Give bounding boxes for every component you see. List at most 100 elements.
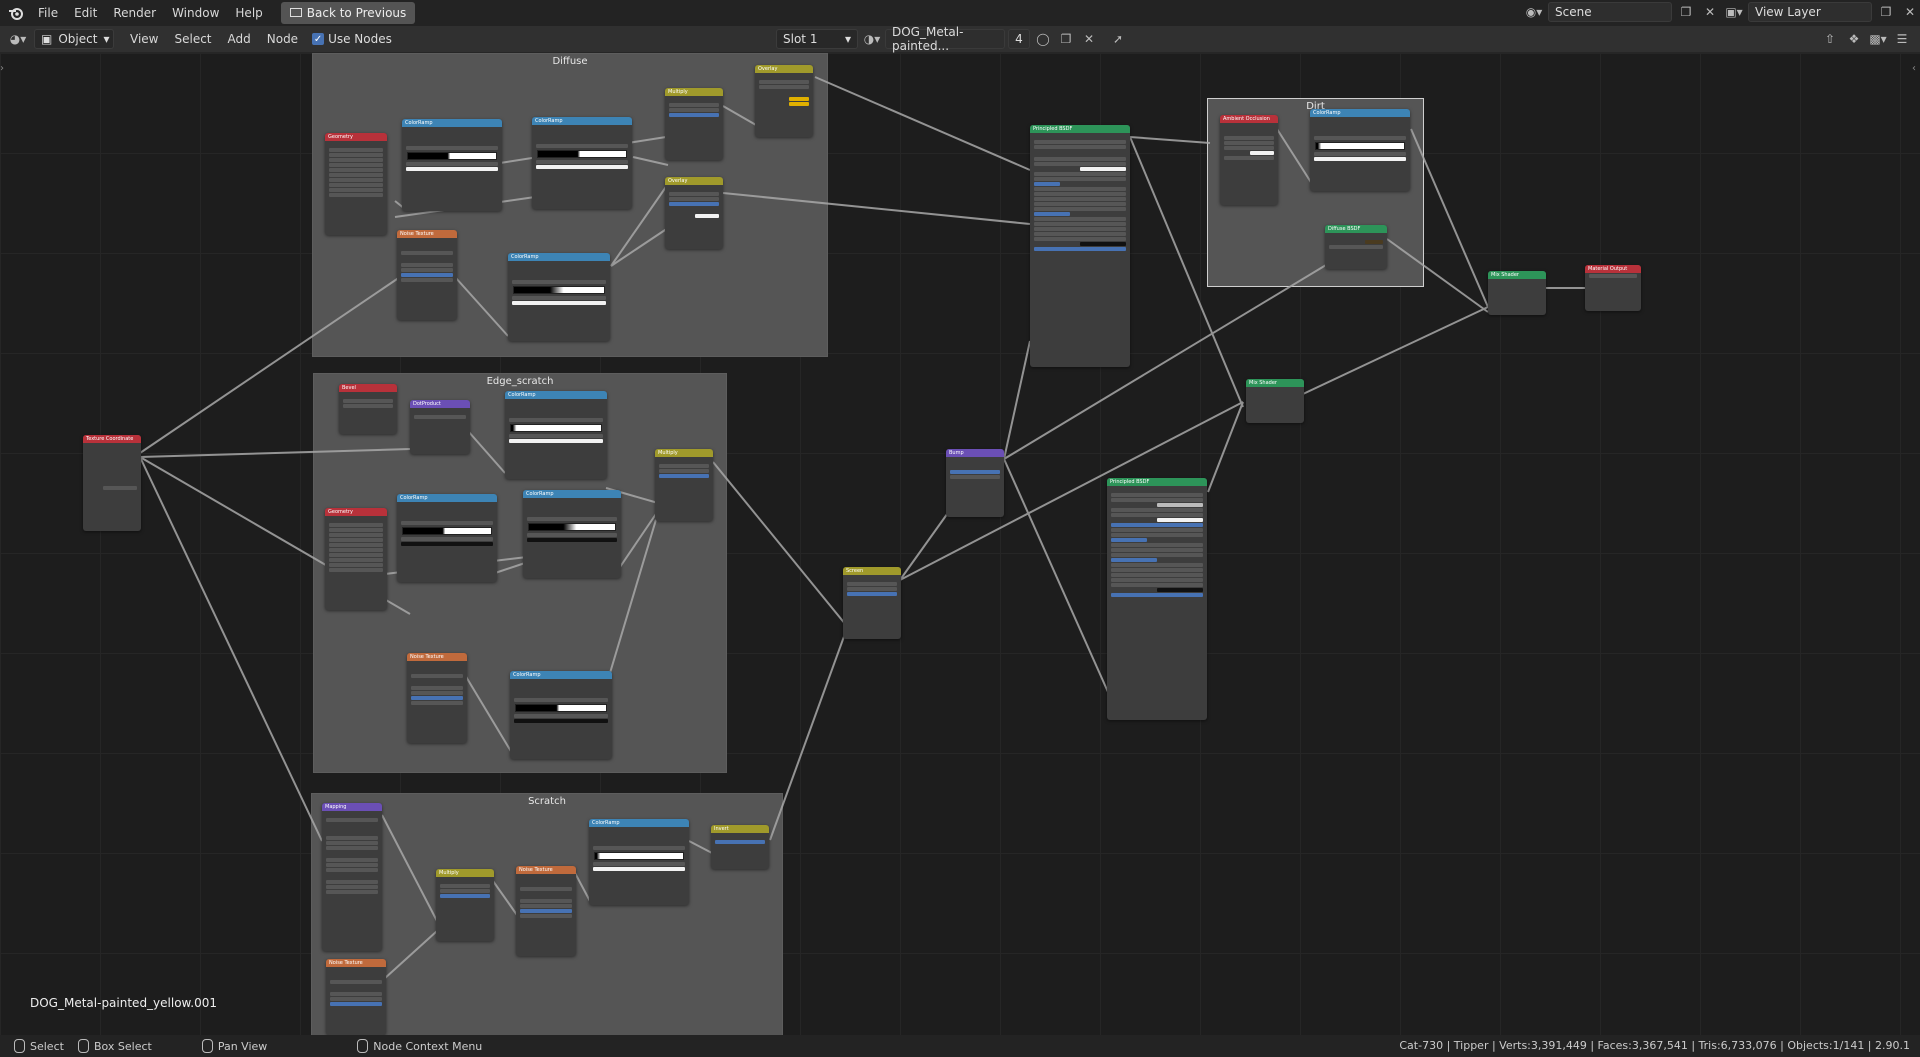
link-noise-multiply (383, 930, 438, 980)
link-bump-principled2 (1003, 458, 1109, 693)
use-nodes-label: Use Nodes (328, 32, 392, 46)
node-ambient-occlusion[interactable]: Ambient Occlusion (1220, 115, 1278, 205)
menu-render[interactable]: Render (113, 6, 157, 20)
link-ramp2-multiply (632, 156, 669, 166)
node-screen[interactable]: Screen (843, 567, 901, 639)
scene-browse-icon[interactable]: ◉▾ (1525, 5, 1543, 19)
overlay-toggle-icon[interactable]: ☰ (1896, 32, 1908, 46)
active-material-name: DOG_Metal-painted_yellow.001 (30, 996, 217, 1010)
node-mix-shader-2-title: Mix Shader (1488, 271, 1546, 279)
fake-user-shield-icon[interactable]: ◯ (1036, 32, 1050, 46)
node-color-ramp-edge-3[interactable]: ColorRamp (523, 490, 621, 578)
node-noise-texture-1-title: Noise Texture (397, 230, 457, 238)
node-mix-shader-1[interactable]: Mix Shader (1246, 379, 1304, 423)
node-mapping[interactable]: Mapping (322, 803, 382, 951)
scene-name: Scene (1555, 5, 1592, 19)
node-texture-coordinate-title: Texture Coordinate (83, 435, 141, 443)
scene-close-icon[interactable]: ✕ (1704, 5, 1716, 19)
node-overlay-2[interactable]: Overlay (665, 177, 723, 249)
node-multiply-scratch[interactable]: Multiply (436, 869, 494, 941)
duplicate-material-icon[interactable]: ❐ (1060, 32, 1072, 46)
node-color-ramp-edge-2[interactable]: ColorRamp (397, 494, 497, 582)
link-ramp-ramp-edge (494, 562, 526, 574)
user-count-label: 4 (1015, 32, 1023, 46)
node-noise-texture-scratch-2[interactable]: Noise Texture (326, 959, 386, 1035)
node-multiply-1-title: Multiply (665, 88, 723, 96)
node-noise-texture-edge-title: Noise Texture (407, 653, 467, 661)
link-dot-ramp (467, 430, 506, 474)
snap-icon[interactable]: ❖ (1848, 32, 1860, 46)
link-texcoord-mapping (139, 456, 323, 842)
link-edge-screen (712, 461, 847, 626)
blender-logo-icon[interactable] (8, 5, 24, 21)
node-principled-bsdf-1[interactable]: Principled BSDF (1030, 125, 1130, 367)
node-color-ramp-dirt[interactable]: ColorRamp (1310, 109, 1410, 191)
node-mix-shader-2[interactable]: Mix Shader (1488, 271, 1546, 315)
node-material-output[interactable]: Material Output (1585, 265, 1641, 311)
frame-diffuse-title: Diffuse (552, 56, 588, 67)
material-name-field[interactable]: DOG_Metal-painted... (885, 25, 1005, 53)
scene-statistics: Cat-730 | Tipper | Verts:3,391,449 | Fac… (1399, 1039, 1910, 1052)
link-ramp3-overlay2 (610, 227, 669, 267)
node-principled-bsdf-2-title: Principled BSDF (1107, 478, 1207, 486)
menu-select[interactable]: Select (174, 32, 212, 46)
hint-box-select-label: Box Select (93, 1039, 152, 1053)
toolbar-expand-icon[interactable]: › (0, 63, 4, 74)
node-invert[interactable]: Invert (711, 825, 769, 869)
node-multiply-1[interactable]: Multiply (665, 88, 723, 160)
sidebar-expand-icon[interactable]: ‹ (1912, 63, 1916, 74)
view-layer-copy-icon[interactable]: ❐ (1880, 5, 1892, 19)
node-diffuse-bsdf-title: Diffuse BSDF (1325, 225, 1387, 233)
slot-dropdown[interactable]: Slot 1 ▾ (776, 29, 858, 49)
node-screen-title: Screen (843, 567, 901, 575)
node-texture-coordinate[interactable]: Texture Coordinate (83, 435, 141, 531)
node-bump[interactable]: Bump (946, 449, 1004, 517)
node-mapping-title: Mapping (322, 803, 382, 811)
node-diffuse-bsdf[interactable]: Diffuse BSDF (1325, 225, 1387, 269)
node-overlay-1[interactable]: Overlay (755, 65, 813, 137)
editor-type-icon[interactable]: ◕▾ (9, 32, 27, 46)
view-layer-browse-icon[interactable]: ▣▾ (1725, 5, 1743, 19)
node-color-ramp-edge-1[interactable]: ColorRamp (505, 391, 607, 479)
node-principled-bsdf-2[interactable]: Principled BSDF (1107, 478, 1207, 720)
node-dot-product[interactable]: DotProduct (410, 400, 470, 454)
node-noise-texture-1[interactable]: Noise Texture (397, 230, 457, 320)
menu-view[interactable]: View (130, 32, 159, 46)
node-color-ramp-2[interactable]: ColorRamp (532, 117, 632, 209)
snap-settings-icon[interactable]: ▩▾ (1869, 32, 1887, 46)
menu-help[interactable]: Help (235, 6, 263, 20)
node-color-ramp-1-title: ColorRamp (402, 119, 502, 127)
node-geometry-edge[interactable]: Geometry (325, 508, 387, 610)
pin-icon[interactable]: ➚ (1112, 32, 1124, 46)
view-layer-field[interactable]: View Layer (1748, 2, 1872, 22)
user-count[interactable]: 4 (1008, 29, 1030, 49)
material-browse-icon[interactable]: ◑▾ (863, 32, 881, 46)
node-color-ramp-scratch[interactable]: ColorRamp (589, 819, 689, 905)
link-diffuse-mixshader (1386, 238, 1489, 313)
scene-copy-icon[interactable]: ❐ (1680, 5, 1692, 19)
parent-node-tree-icon[interactable]: ⇧ (1824, 32, 1836, 46)
node-invert-title: Invert (711, 825, 769, 833)
menu-add[interactable]: Add (227, 32, 251, 46)
scene-field[interactable]: Scene (1548, 2, 1672, 22)
menu-node[interactable]: Node (266, 32, 299, 46)
menu-edit[interactable]: Edit (74, 6, 98, 20)
node-color-ramp-3[interactable]: ColorRamp (508, 253, 610, 341)
node-editor-canvas[interactable]: › ‹ Diffuse Edge_scratch Scratch Dirt (0, 53, 1920, 1035)
node-color-ramp-edge-4[interactable]: ColorRamp (510, 671, 612, 759)
menu-file[interactable]: File (38, 6, 59, 20)
node-noise-texture-edge[interactable]: Noise Texture (407, 653, 467, 743)
node-color-ramp-1[interactable]: ColorRamp (402, 119, 502, 211)
view-layer-close-icon[interactable]: ✕ (1904, 5, 1916, 19)
back-to-previous-button[interactable]: Back to Previous (280, 2, 416, 24)
unlink-material-icon[interactable]: ✕ (1083, 32, 1095, 46)
chevron-down-icon: ▾ (844, 32, 851, 46)
use-nodes-toggle[interactable]: ✓ Use Nodes (312, 32, 392, 46)
node-noise-texture-scratch[interactable]: Noise Texture (516, 866, 576, 956)
node-geometry[interactable]: Geometry (325, 133, 387, 235)
mode-dropdown[interactable]: ▣ Object ▾ (34, 29, 114, 49)
node-overlay-1-title: Overlay (755, 65, 813, 73)
node-multiply-edge[interactable]: Multiply (655, 449, 713, 521)
node-bevel[interactable]: Bevel (339, 384, 397, 434)
menu-window[interactable]: Window (172, 6, 220, 20)
